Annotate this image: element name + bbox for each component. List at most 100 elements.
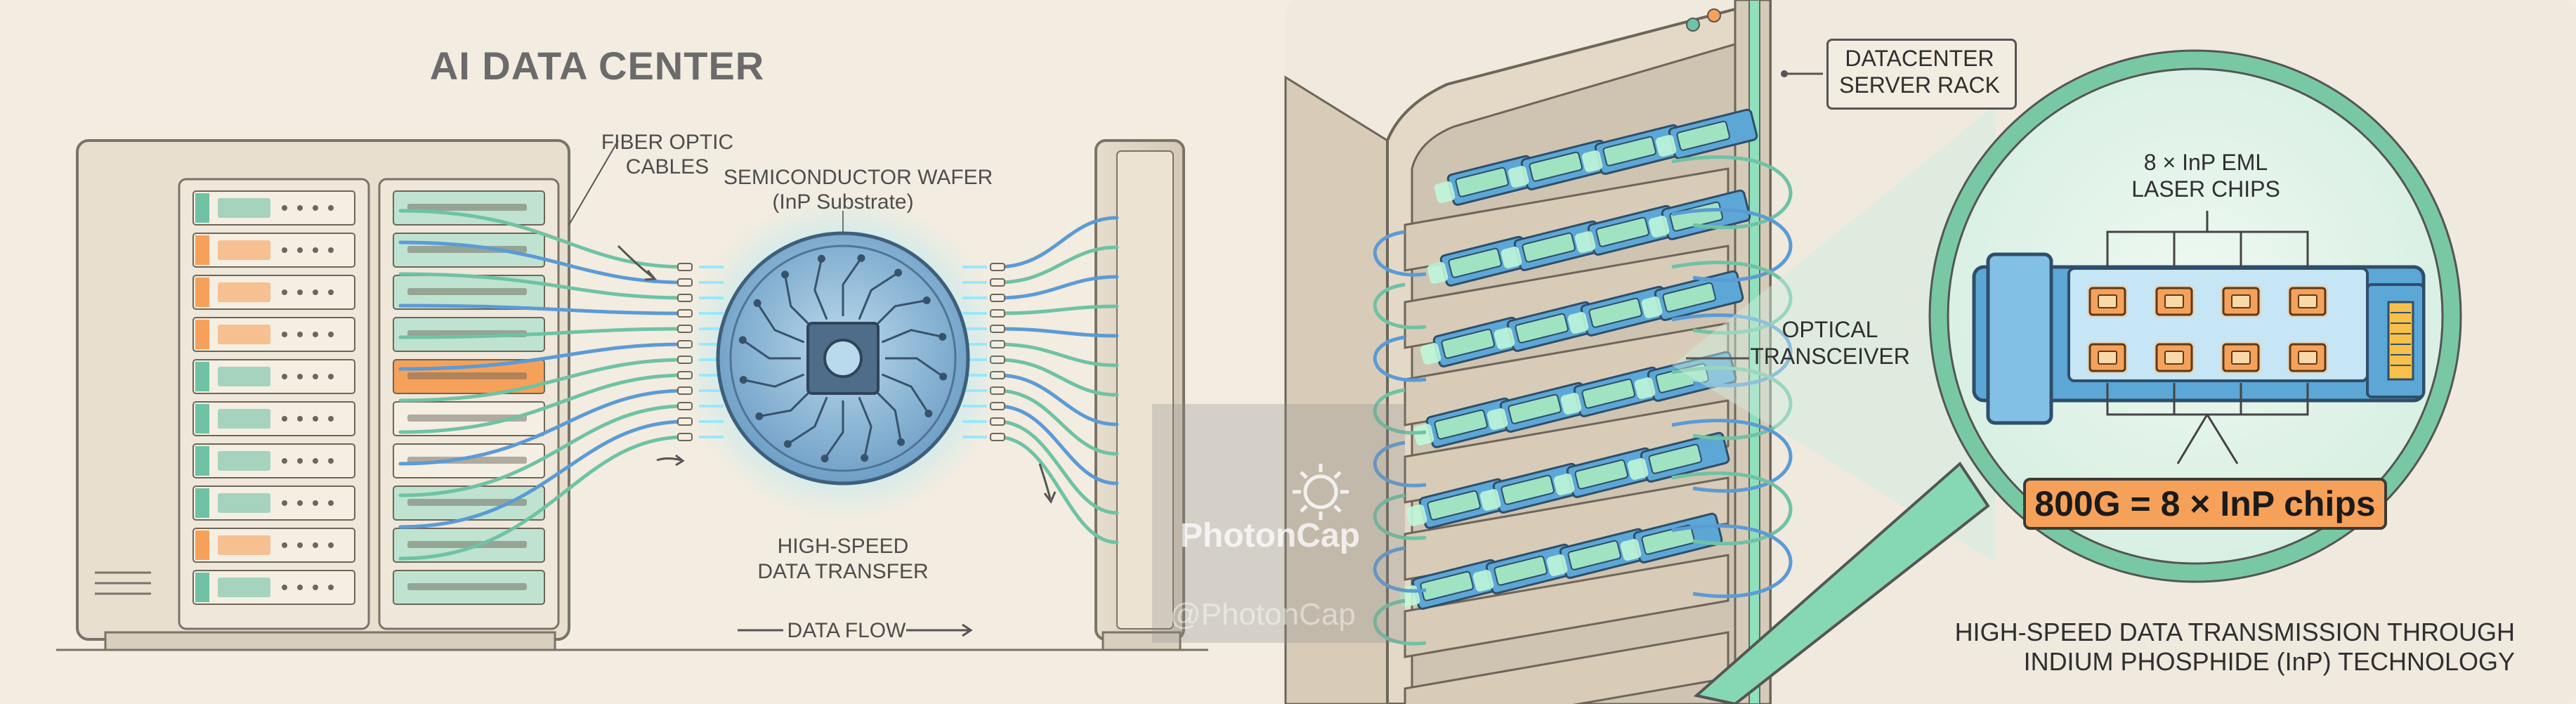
server-unit-led xyxy=(195,488,209,518)
circuit-node xyxy=(740,337,745,343)
fiber-connector xyxy=(678,294,692,301)
transfer-label-line2: DATA TRANSFER xyxy=(724,559,962,585)
fiber-connector xyxy=(678,279,692,286)
transceiver-label-line2: TRANSCEIVER xyxy=(1735,343,1925,370)
server-unit-led xyxy=(195,573,209,602)
caption-line1: HIGH-SPEED DATA TRANSMISSION THROUGH xyxy=(1897,617,2515,647)
server-unit-panel xyxy=(218,451,270,471)
server-unit-port xyxy=(328,332,334,337)
server-unit-port xyxy=(282,542,287,548)
server-unit-port xyxy=(328,585,334,590)
server-unit-port xyxy=(313,205,318,211)
circuit-node xyxy=(782,272,787,278)
server-unit-panel xyxy=(218,535,270,555)
fiber-connector xyxy=(990,279,1005,286)
circuit-node xyxy=(941,374,946,379)
semiconductor-wafer xyxy=(681,197,1005,520)
server-unit-port xyxy=(282,247,287,253)
server-unit-port xyxy=(297,289,303,295)
chips-label-line1: 8 × InP EML xyxy=(2107,149,2304,176)
circuit-node xyxy=(740,377,746,383)
inp-chip-die xyxy=(2165,295,2183,308)
server-unit-slot xyxy=(407,288,527,295)
transceiver-module-zoom xyxy=(1974,254,2424,423)
server-unit-port xyxy=(282,416,287,422)
server-unit-led xyxy=(195,446,209,476)
server-unit-port xyxy=(282,374,287,379)
server-unit-port xyxy=(313,289,318,295)
server-unit-port xyxy=(297,416,303,422)
circuit-node xyxy=(785,441,790,447)
server-unit-panel xyxy=(218,282,270,302)
server-unit-panel xyxy=(218,325,270,344)
fiber-connector xyxy=(990,263,1005,270)
inp-chip-die xyxy=(2165,351,2183,364)
server-unit-panel xyxy=(218,198,270,218)
server-unit-port xyxy=(328,500,334,506)
inp-chip-die xyxy=(2098,295,2117,308)
server-unit-port xyxy=(313,332,318,337)
server-unit-port xyxy=(282,585,287,590)
watermark-handle: @PhotonCap xyxy=(1170,597,1394,632)
rack-label-line2: SERVER RACK xyxy=(1826,72,2013,98)
server-unit-led xyxy=(195,235,209,265)
chips-label-line2: LASER CHIPS xyxy=(2107,176,2304,202)
server-unit-port xyxy=(297,542,303,548)
fiber-connector xyxy=(990,434,1005,441)
inp-chip-die xyxy=(2299,351,2317,364)
server-unit-slot xyxy=(407,583,527,590)
wafer-label-line2: (InP Substrate) xyxy=(724,190,962,215)
wafer-label-line1: SEMICONDUCTOR WAFER xyxy=(724,165,962,190)
server-unit-port xyxy=(328,416,334,422)
server-unit-led xyxy=(195,362,209,391)
server-unit-port xyxy=(328,458,334,464)
inp-chip-die xyxy=(2098,351,2117,364)
server-unit-panel xyxy=(218,578,270,597)
server-unit-panel xyxy=(218,240,270,260)
circuit-node xyxy=(924,297,929,303)
server-unit-port xyxy=(313,458,318,464)
circuit-node xyxy=(898,439,904,445)
server-unit-slot xyxy=(407,372,527,379)
fiber-connector xyxy=(678,434,692,441)
circuit-node xyxy=(896,270,901,275)
fiber-connector xyxy=(678,263,692,270)
server-unit-port xyxy=(313,374,318,379)
server-unit-port xyxy=(328,289,334,295)
circuit-node xyxy=(862,455,868,461)
server-unit-port xyxy=(328,205,334,211)
server-unit-port xyxy=(282,289,287,295)
server-unit-port xyxy=(328,542,334,548)
fiber-label-line1: FIBER OPTIC xyxy=(583,130,752,155)
transfer-label-line1: HIGH-SPEED xyxy=(724,534,962,559)
server-unit-port xyxy=(297,332,303,337)
watermark-brand: PhotonCap xyxy=(1180,516,1384,555)
rack-label-line1: DATACENTER xyxy=(1826,45,2013,72)
circuit-node xyxy=(858,255,864,261)
circuit-node xyxy=(818,256,824,261)
fiber-connector xyxy=(678,418,692,425)
server-unit-port xyxy=(282,458,287,464)
server-unit-panel xyxy=(218,367,270,386)
server-unit-port xyxy=(313,416,318,422)
inp-chip-die xyxy=(2232,295,2250,308)
inp-chip-die xyxy=(2232,351,2250,364)
server-unit-panel xyxy=(218,493,270,513)
panel-title: AI DATA CENTER xyxy=(393,42,801,89)
server-unit-port xyxy=(313,500,318,506)
server-unit-port xyxy=(297,585,303,590)
server-unit-led xyxy=(195,278,209,307)
server-unit-port xyxy=(328,247,334,253)
circuit-node xyxy=(822,456,828,462)
server-unit-port xyxy=(297,247,303,253)
server-unit-led xyxy=(195,530,209,560)
data-flow-label: DATA FLOW xyxy=(787,618,906,644)
server-unit-led xyxy=(195,320,209,349)
circuit-node xyxy=(757,414,762,419)
server-unit-led xyxy=(195,193,209,223)
server-unit-panel xyxy=(218,409,270,429)
caption-line2: INDIUM PHOSPHIDE (InP) TECHNOLOGY xyxy=(1897,646,2515,677)
server-unit-port xyxy=(297,374,303,379)
circuit-node xyxy=(940,334,946,339)
